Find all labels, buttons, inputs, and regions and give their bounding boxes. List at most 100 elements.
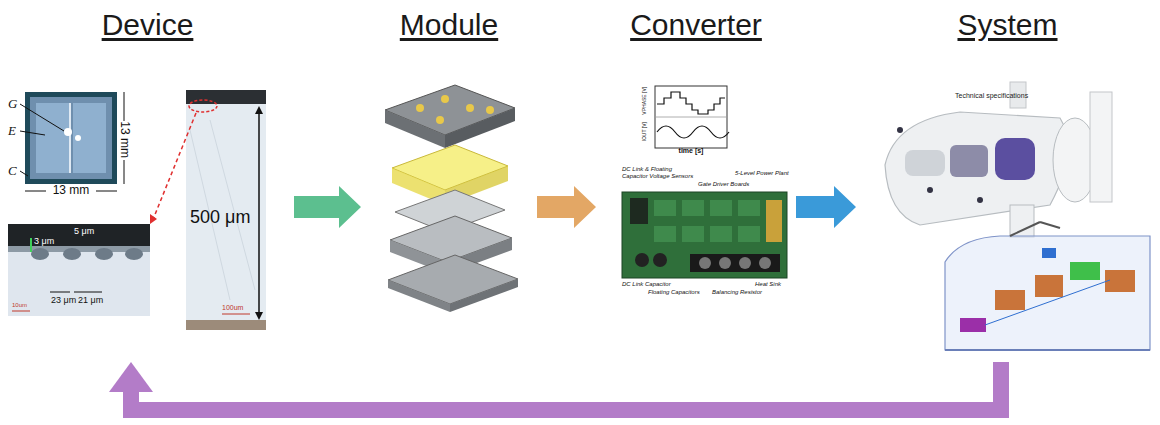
- plot-divider: [655, 117, 727, 118]
- block-arrow: [796, 186, 856, 228]
- auxiliary-unit: [1042, 248, 1056, 258]
- zoom-circle: [189, 100, 217, 112]
- dimension-line: [124, 160, 125, 184]
- traction-motor: [1035, 275, 1063, 297]
- callout-dot: [927, 187, 933, 193]
- chip-line: [69, 103, 71, 173]
- terminal: [416, 104, 424, 112]
- driver-board: [654, 200, 676, 216]
- fan: [759, 257, 771, 269]
- fan: [739, 257, 751, 269]
- feedback-line: [131, 362, 1001, 410]
- flow-arrow: [537, 186, 596, 228]
- base-plate-side: [450, 279, 518, 312]
- leader-line: [20, 171, 28, 176]
- trench: [63, 248, 81, 260]
- flow-arrow: [294, 186, 361, 228]
- terminal-letter: C: [8, 164, 17, 178]
- spec-heading: Technical specifications: [955, 92, 1028, 100]
- trench: [125, 248, 143, 260]
- dimension-line: [74, 292, 102, 293]
- base-plate: [388, 255, 518, 304]
- dimension-label: 13 mm: [53, 184, 90, 197]
- nacelle: [885, 112, 1068, 225]
- transformer: [1070, 262, 1100, 280]
- terminal: [436, 116, 444, 124]
- scale-label: 10um: [12, 302, 27, 309]
- part-label: DC Link & Floating Capacitor Voltage Sen…: [622, 166, 694, 179]
- part-label: Balancing Resistor: [712, 289, 762, 296]
- cross-section-top: [186, 90, 266, 104]
- heat-sink: [690, 254, 780, 272]
- dimension-label: 13 mm: [117, 122, 130, 159]
- dimension-line: [50, 292, 70, 293]
- dimension-label: 23 μm: [51, 296, 76, 306]
- chip-die: [30, 97, 112, 179]
- dimension-line: [25, 191, 46, 192]
- generator: [905, 150, 945, 176]
- dimension-label: 500 μm: [190, 208, 250, 228]
- leader-line: [20, 104, 64, 131]
- dimension-line: [30, 238, 32, 252]
- stage-panel: System: [856, 8, 1159, 362]
- traction-motor: [1105, 270, 1135, 292]
- traction-motor: [995, 290, 1025, 310]
- block-arrow: [537, 186, 596, 228]
- micrograph: [8, 224, 150, 316]
- callout-dot: [977, 197, 983, 203]
- module-lid-side: [445, 108, 515, 148]
- terminal: [486, 106, 494, 114]
- capacitor: [653, 253, 667, 267]
- dimension-label: 3 μm: [34, 237, 54, 247]
- capacitor: [635, 253, 649, 267]
- axis-label: VPHASE [V]: [642, 87, 648, 115]
- dimension-line: [124, 92, 125, 121]
- stage-title: System: [856, 8, 1159, 42]
- flow-arrow: [796, 186, 856, 228]
- zoom-line: [152, 113, 196, 222]
- driver-board: [738, 200, 760, 216]
- micrograph-band: [8, 224, 150, 246]
- scale-bar: [222, 314, 250, 315]
- stage-panel: Device: [1, 8, 294, 362]
- pantograph: [1040, 222, 1060, 228]
- scale-bar: [12, 311, 30, 312]
- stage-title: Module: [361, 8, 537, 42]
- leader-line: [20, 131, 45, 135]
- driver-board: [682, 226, 704, 242]
- fan: [699, 257, 711, 269]
- part-label: DC Link Capacitor: [622, 281, 671, 288]
- zoom-arrowhead: [150, 214, 157, 224]
- stage-panel: Module: [361, 8, 537, 362]
- train-body: [945, 236, 1150, 350]
- trench: [31, 248, 49, 260]
- voltage-waveform: [657, 92, 725, 114]
- fan: [719, 257, 731, 269]
- gearbox: [950, 145, 988, 177]
- texture: [210, 120, 255, 290]
- dimension-line: [96, 191, 117, 192]
- trench: [95, 248, 113, 260]
- pcb: [622, 192, 787, 278]
- axis-label: time [s]: [679, 147, 704, 155]
- terminal: [441, 95, 449, 103]
- plot-frame: [655, 86, 727, 148]
- terminal-letter: G: [8, 97, 17, 111]
- main-bearing: [995, 138, 1035, 180]
- cross-section: [186, 90, 266, 330]
- gate-pad: [75, 135, 81, 141]
- stage-title: Device: [1, 8, 294, 42]
- flow-arrow: [109, 362, 1001, 410]
- block-arrow: [294, 186, 361, 228]
- scale-label: 100um: [222, 304, 243, 312]
- dimension-label: 5 μm: [74, 227, 94, 237]
- arrowhead: [109, 362, 153, 392]
- axis-label: IOUT [V]: [642, 122, 648, 141]
- blade: [1090, 92, 1112, 202]
- gate-pad: [64, 128, 72, 136]
- dimension-label: 21 μm: [78, 296, 103, 306]
- capacitor: [630, 198, 648, 224]
- converter-unit: [960, 318, 986, 332]
- callout-dot: [897, 127, 903, 133]
